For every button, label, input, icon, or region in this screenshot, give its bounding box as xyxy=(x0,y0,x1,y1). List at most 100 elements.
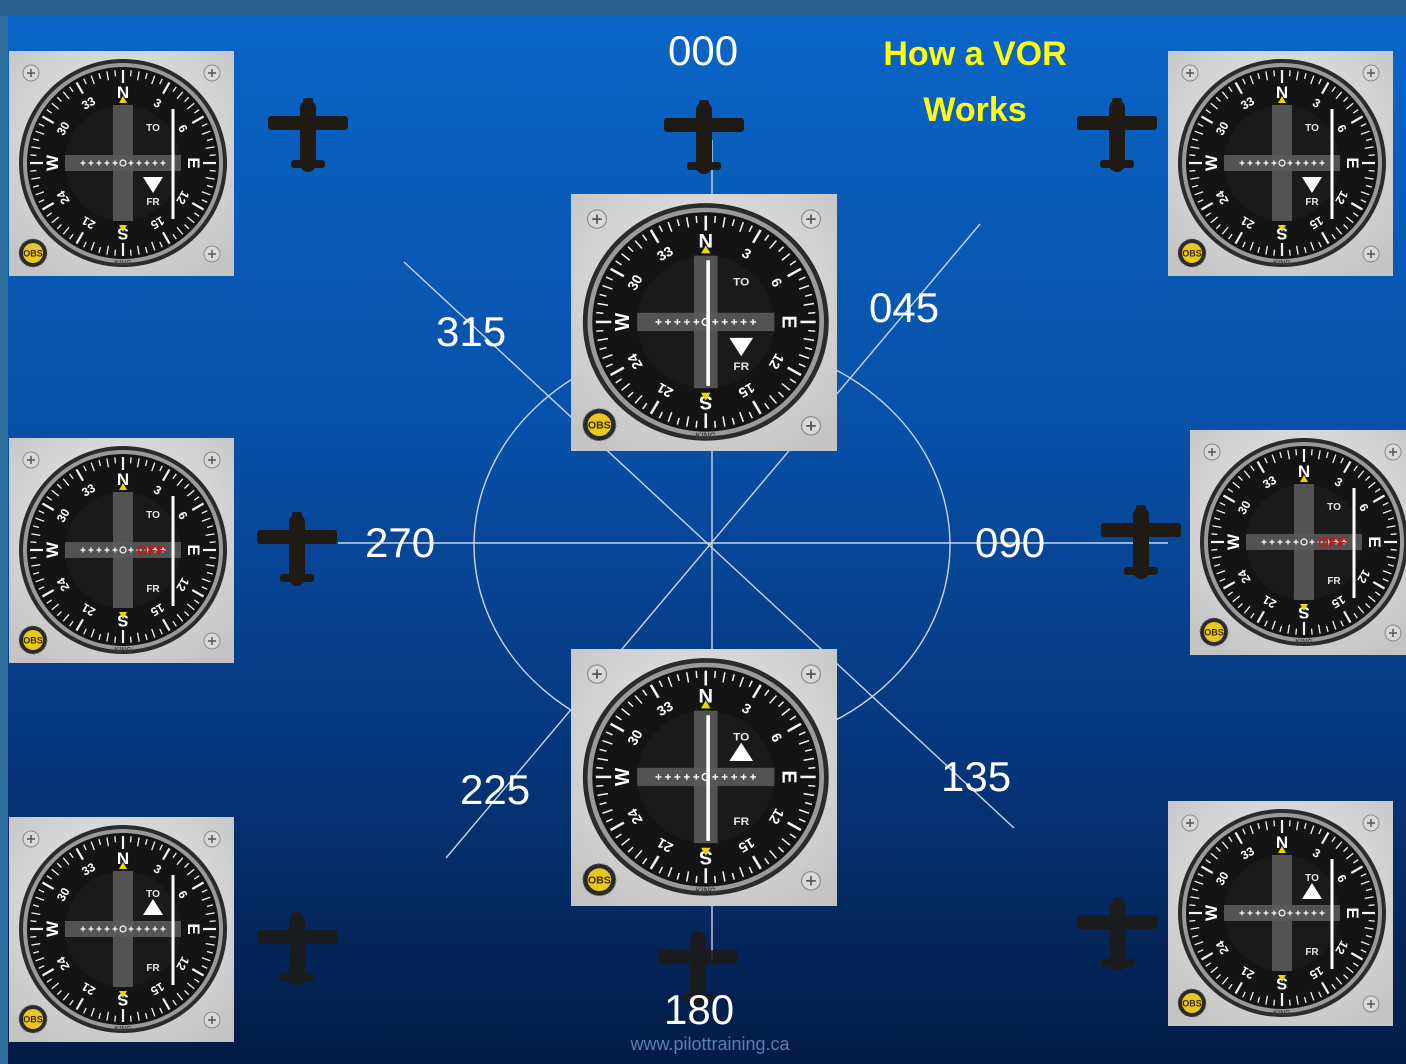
website-credit: www.pilottraining.ca xyxy=(630,1034,790,1054)
to-flag-icon xyxy=(143,899,163,915)
screw-icon xyxy=(1181,814,1199,832)
off-flag: OFF xyxy=(137,542,165,558)
index-marker-icon xyxy=(119,862,127,869)
top-band xyxy=(0,0,1406,16)
screw-icon xyxy=(203,451,221,469)
index-marker-icon xyxy=(119,991,127,998)
screw-icon xyxy=(1384,624,1402,642)
compass-rose-label: 33 xyxy=(654,243,676,264)
compass-rose-label: 30 xyxy=(1213,119,1232,138)
to-label: TO xyxy=(146,123,160,134)
compass-rose-label: 24 xyxy=(54,188,73,207)
fr-label: FR xyxy=(1327,576,1341,587)
screw-icon xyxy=(203,64,221,82)
fr-label: FR xyxy=(1305,947,1319,958)
compass-rose-label: S xyxy=(1298,603,1309,622)
brand-label: KING xyxy=(1273,260,1291,267)
screw-icon xyxy=(800,209,822,229)
aircraft-bottom-right-icon xyxy=(1077,897,1159,980)
compass-rose-label: 12 xyxy=(173,575,192,594)
compass-rose-label: 24 xyxy=(1235,567,1254,586)
compass-rose-label: 21 xyxy=(1260,592,1279,611)
compass-rose-label: 15 xyxy=(1307,213,1326,232)
screw-icon xyxy=(586,209,608,229)
screw-icon xyxy=(1362,814,1380,832)
obs-knob-icon: OBS xyxy=(18,238,48,268)
radial-label-090: 090 xyxy=(975,519,1046,566)
radial-label-045: 045 xyxy=(869,284,940,331)
compass-rose-label: 33 xyxy=(1238,94,1257,113)
screw-icon xyxy=(800,664,822,684)
compass-rose-label: E xyxy=(184,923,203,934)
compass-rose-label: 15 xyxy=(148,213,167,232)
compass-rose-label: 30 xyxy=(1235,498,1254,517)
left-band xyxy=(0,16,8,1064)
index-marker-icon xyxy=(119,612,127,619)
compass-rose-label: 15 xyxy=(148,979,167,998)
index-marker-icon xyxy=(1278,96,1286,103)
compass-rose-label: E xyxy=(184,157,203,168)
compass-rose-label: 15 xyxy=(1329,592,1348,611)
compass-rose-label: N xyxy=(117,849,129,868)
aircraft-top-left-icon xyxy=(267,98,349,181)
screw-icon xyxy=(1181,64,1199,82)
index-marker-icon xyxy=(1278,975,1286,982)
off-flag: OFF xyxy=(1318,534,1346,550)
radial-line-diagonal-ne xyxy=(445,223,981,859)
index-marker-icon xyxy=(701,847,711,856)
obs-label: OBS xyxy=(588,421,611,432)
to-label: TO xyxy=(733,731,749,744)
compass-rose-label: 24 xyxy=(54,575,73,594)
title-line-1: How a VOR xyxy=(883,35,1067,73)
to-label: TO xyxy=(146,510,160,521)
obs-label: OBS xyxy=(23,249,43,259)
from-flag-icon xyxy=(1302,177,1322,193)
to-label: TO xyxy=(146,889,160,900)
compass-rose-label: 24 xyxy=(624,351,646,372)
compass-rose-label: E xyxy=(778,315,800,328)
brand-label: KING xyxy=(114,1026,132,1033)
brand-label: KING xyxy=(114,647,132,654)
compass-rose-label: 30 xyxy=(54,119,73,138)
compass-rose-label: 12 xyxy=(173,188,192,207)
compass-rose-label: E xyxy=(778,770,800,783)
fr-label: FR xyxy=(1305,197,1319,208)
screw-icon xyxy=(203,245,221,263)
to-label: TO xyxy=(1327,502,1341,513)
compass-rose-label: 33 xyxy=(1260,473,1279,492)
aircraft-bottom-left-icon xyxy=(256,912,338,995)
compass-rose-label: N xyxy=(699,231,714,253)
screw-icon xyxy=(800,871,822,891)
compass-rose-label: 33 xyxy=(654,698,676,719)
screw-icon xyxy=(1384,443,1402,461)
screw-icon xyxy=(203,1011,221,1029)
compass-rose-label: W xyxy=(43,920,62,937)
radial-line-diagonal-nw xyxy=(403,261,1015,829)
obs-knob-icon: OBS xyxy=(18,1004,48,1034)
brand-label: KING xyxy=(1273,1010,1291,1017)
fr-label: FR xyxy=(733,360,749,373)
compass-rose-label: E xyxy=(1343,157,1362,168)
compass-rose-label: W xyxy=(612,312,634,331)
index-marker-icon xyxy=(119,483,127,490)
screw-icon xyxy=(22,451,40,469)
index-marker-icon xyxy=(1278,225,1286,232)
radial-label-225: 225 xyxy=(460,766,531,813)
compass-rose-label: S xyxy=(1276,224,1287,243)
obs-label: OBS xyxy=(1182,249,1202,259)
screw-icon xyxy=(1362,64,1380,82)
brand-label: KING xyxy=(695,432,716,441)
compass-rose-label: 12 xyxy=(1332,188,1351,207)
compass-rose-label: N xyxy=(1276,833,1288,852)
fr-label: FR xyxy=(733,815,749,828)
index-marker-icon xyxy=(119,96,127,103)
compass-rose-label: N xyxy=(117,83,129,102)
index-marker-icon xyxy=(119,225,127,232)
compass-rose-label: 12 xyxy=(1332,938,1351,957)
compass-rose-label: 12 xyxy=(173,954,192,973)
